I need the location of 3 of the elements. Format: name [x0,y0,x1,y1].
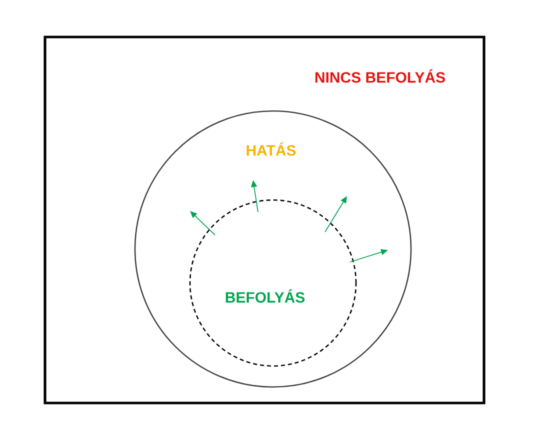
area-label: HATÁS [246,142,296,156]
area-label: NINCS BEFOLYÁS [315,69,445,83]
area-label: BEFOLYÁS [226,289,305,303]
